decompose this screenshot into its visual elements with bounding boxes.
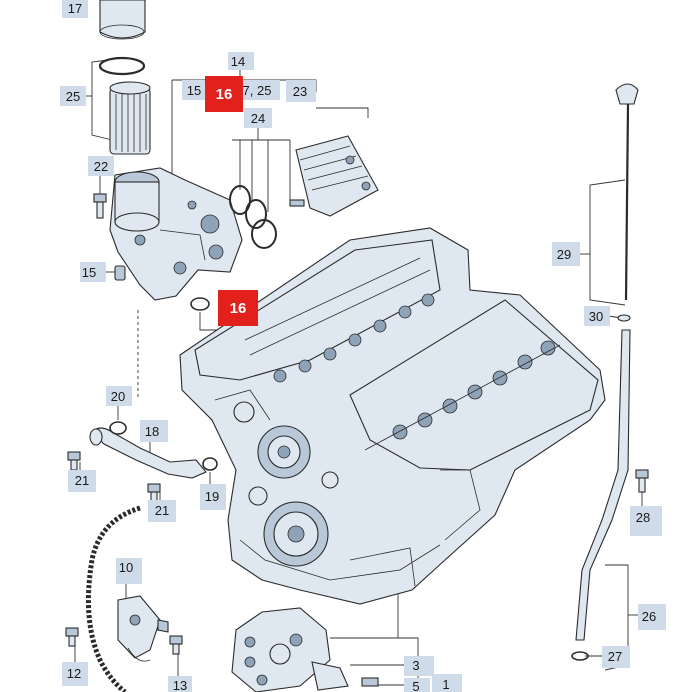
label-1[interactable]: 1 (432, 674, 462, 692)
svg-text:12: 12 (67, 666, 81, 681)
svg-text:16: 16 (216, 86, 233, 103)
label-26[interactable]: 26 (638, 604, 666, 630)
label-10[interactable]: 10 (116, 558, 142, 584)
label-28[interactable]: 28 (630, 506, 662, 536)
svg-text:27: 27 (608, 649, 622, 664)
oil-pump (231, 607, 379, 692)
svg-text:17: 17 (68, 1, 82, 16)
label-25-top[interactable]: 25 (60, 86, 86, 106)
svg-text:29: 29 (557, 247, 571, 262)
label-5[interactable]: 5 (404, 678, 430, 692)
svg-text:21: 21 (155, 503, 169, 518)
part-labels: 17 25 14 15 7, 25 16 23 24 22 15 16 29 3… (60, 0, 666, 692)
label-16-lower[interactable]: 16 (218, 290, 258, 326)
label-30[interactable]: 30 (584, 306, 610, 326)
oil-filter-assembly (93, 0, 243, 311)
label-29[interactable]: 29 (552, 242, 580, 266)
label-13[interactable]: 13 (168, 676, 192, 692)
svg-text:14: 14 (231, 54, 245, 69)
svg-text:15: 15 (82, 265, 96, 280)
svg-text:10: 10 (119, 560, 133, 575)
label-12[interactable]: 12 (62, 662, 88, 686)
svg-text:30: 30 (589, 309, 603, 324)
svg-text:13: 13 (173, 678, 187, 692)
engine-block (179, 227, 606, 605)
label-3[interactable]: 3 (404, 656, 434, 676)
svg-text:23: 23 (293, 84, 307, 99)
label-16-top[interactable]: 16 (205, 76, 243, 112)
svg-text:16: 16 (230, 300, 247, 317)
svg-text:20: 20 (111, 389, 125, 404)
svg-text:26: 26 (642, 609, 656, 624)
svg-text:7, 25: 7, 25 (243, 83, 272, 98)
label-20[interactable]: 20 (106, 386, 132, 406)
oil-pipe-assembly (67, 421, 218, 503)
label-19[interactable]: 19 (200, 484, 226, 510)
oil-cooler-and-seals (229, 135, 379, 249)
label-14[interactable]: 14 (228, 52, 254, 70)
label-15-left[interactable]: 15 (80, 262, 106, 282)
svg-text:24: 24 (251, 111, 265, 126)
label-18[interactable]: 18 (140, 420, 168, 442)
label-21-right[interactable]: 21 (148, 500, 176, 522)
label-21-left[interactable]: 21 (68, 470, 96, 492)
dipstick-assembly (571, 83, 649, 661)
svg-text:21: 21 (75, 473, 89, 488)
svg-text:15: 15 (187, 83, 201, 98)
svg-text:28: 28 (636, 510, 650, 525)
svg-text:22: 22 (94, 159, 108, 174)
label-23[interactable]: 23 (286, 80, 316, 102)
svg-text:3: 3 (412, 658, 419, 673)
svg-text:25: 25 (66, 89, 80, 104)
label-24[interactable]: 24 (244, 108, 272, 128)
label-22[interactable]: 22 (88, 156, 114, 176)
svg-text:5: 5 (412, 679, 419, 692)
chain-and-tensioner (65, 505, 183, 692)
label-17[interactable]: 17 (62, 0, 88, 18)
label-15-top[interactable]: 15 (182, 80, 206, 100)
label-27[interactable]: 27 (602, 646, 630, 668)
svg-text:1: 1 (442, 677, 449, 692)
svg-text:18: 18 (145, 424, 159, 439)
label-7-25[interactable]: 7, 25 (238, 80, 280, 100)
svg-text:19: 19 (205, 489, 219, 504)
